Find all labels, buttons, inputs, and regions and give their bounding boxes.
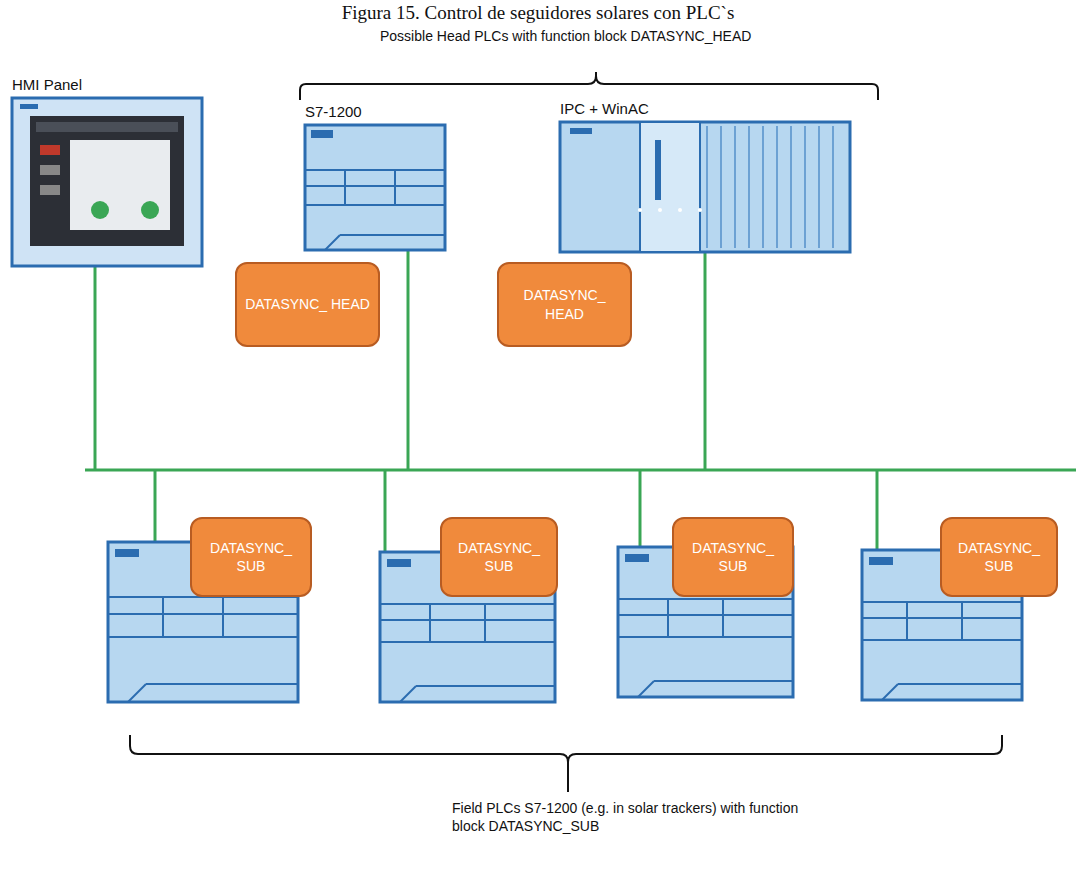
block-name: DATASYNC_ SUB [450,539,548,575]
block-name: DATASYNC_ SUB [682,539,784,575]
block-name: DATASYNC_ HEAD [507,286,622,322]
function-block: DATASYNC_ SUB [440,517,558,597]
device-heading: IPC + WinAC [560,100,649,117]
function-block: DATASYNC_ SUB [672,517,794,597]
hmi-panel-illustration [12,98,202,266]
device-heading: S7-1200 [305,103,362,120]
brace [300,72,878,100]
function-block: DATASYNC_ SUB [940,517,1058,597]
ipc-illustration [560,122,850,252]
block-name: DATASYNC_ HEAD [245,295,370,313]
head-plc-note: Possible Head PLCs with function block D… [380,28,760,46]
hmi-panel: HMI Panel [12,98,202,266]
device-heading: HMI Panel [12,76,82,93]
function-block: DATASYNC_ HEAD [497,262,632,347]
function-block: DATASYNC_ SUB [190,517,312,597]
function-block: DATASYNC_ HEAD [235,262,380,347]
field-plc-note: Field PLCs S7-1200 (e.g. in solar tracke… [452,800,832,835]
ipc-device: IPC + WinAC [560,122,850,252]
plc-device: S7-1200 [305,125,445,250]
block-name: DATASYNC_ SUB [950,539,1048,575]
network-bus [85,250,1076,552]
figure-title: Figura 15. Control de seguidores solares… [0,2,1076,24]
s7-1200-plc-illustration [305,125,445,250]
brace [130,735,1002,792]
block-name: DATASYNC_ SUB [200,539,302,575]
